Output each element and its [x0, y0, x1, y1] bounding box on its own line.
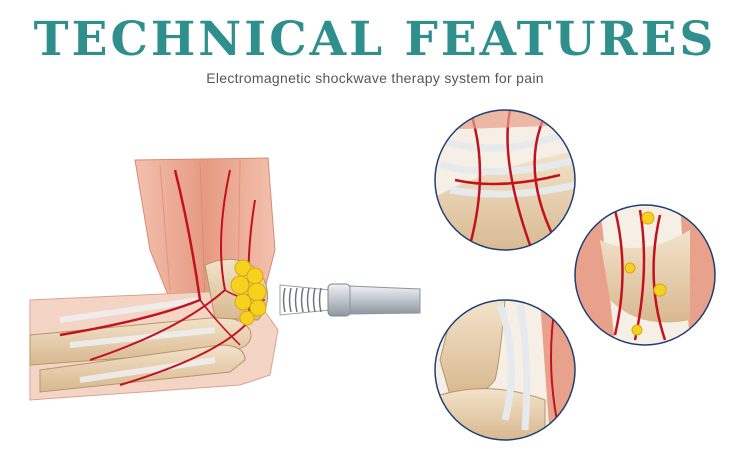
- detail-circle-right: [574, 204, 716, 346]
- page-title: TECHNICAL FEATURES: [33, 12, 717, 67]
- shockwave-probe: [279, 283, 421, 317]
- page-subtitle: Electromagnetic shockwave therapy system…: [206, 70, 544, 86]
- detail-circle-top: [434, 109, 576, 251]
- calcification-cluster: [230, 259, 267, 326]
- elbow-arm: [29, 157, 279, 401]
- detail-circle-bottom: [434, 299, 576, 441]
